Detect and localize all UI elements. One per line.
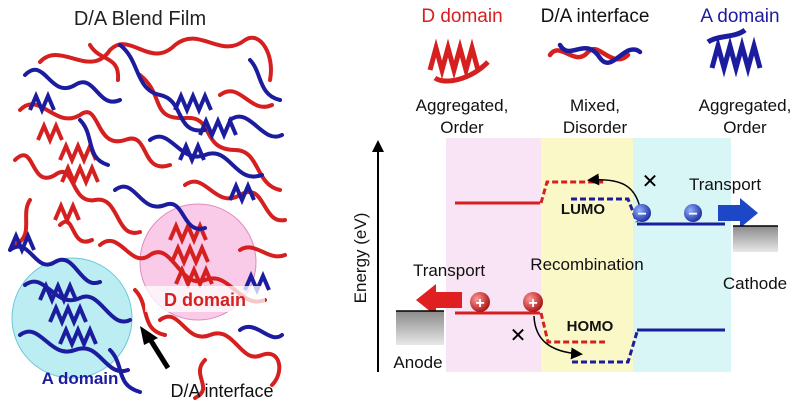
legend-a-domain-title: A domain <box>700 6 779 27</box>
legend-d-domain-title: D domain <box>421 6 502 27</box>
d-aggregate-icon <box>427 38 490 84</box>
blend-film-panel: D/A Blend Film <box>8 8 287 401</box>
legend-interface-line2: Disorder <box>563 118 628 137</box>
blend-film-title: D/A Blend Film <box>74 8 206 30</box>
interface-pointer-arrow <box>145 334 171 370</box>
donor-lumo-interface <box>539 180 605 204</box>
top-legend: D domain D/A interface A domain Aggregat… <box>416 6 792 137</box>
electron-backtransfer-arrow <box>587 173 641 209</box>
cathode-label: Cathode <box>723 274 787 293</box>
d-region-band <box>446 138 541 372</box>
d-domain-label-bg <box>145 286 265 312</box>
legend-interface-line1: Mixed, <box>570 96 620 115</box>
donor-aggregates <box>36 120 214 290</box>
electron-charge-1: − <box>633 204 651 223</box>
svg-text:−: − <box>688 206 697 223</box>
cathode-electrode <box>733 226 778 252</box>
hole-charge-2: + <box>523 292 543 312</box>
legend-d-line1: Aggregated, <box>416 96 509 115</box>
energy-axis-label: Energy (eV) <box>351 213 370 304</box>
electron-transport-arrow <box>718 198 758 228</box>
transport-left-label: Transport <box>413 261 485 280</box>
anode-electrode <box>396 311 444 345</box>
legend-d-line2: Order <box>440 118 484 137</box>
d-domain-label: D domain <box>164 290 246 310</box>
a-aggregate-icon <box>706 27 763 78</box>
interface-region-band <box>541 138 633 372</box>
energy-diagram: Energy (eV) LUMO HOMO Recombination ✕ ✕ … <box>351 138 787 372</box>
electron-charge-2: − <box>684 204 702 223</box>
recombination-label: Recombination <box>530 255 643 274</box>
interface-label: D/A interface <box>170 381 273 401</box>
legend-a-line2: Order <box>723 118 767 137</box>
svg-text:+: + <box>528 295 537 312</box>
hole-charge-1: + <box>470 292 490 312</box>
transport-right-label: Transport <box>689 175 761 194</box>
svg-text:+: + <box>475 295 484 312</box>
svg-text:−: − <box>637 206 646 223</box>
lumo-label: LUMO <box>561 201 605 218</box>
anode-label: Anode <box>393 353 442 372</box>
donor-homo-interface <box>539 312 605 344</box>
legend-interface-title: D/A interface <box>541 6 650 27</box>
homo-label: HOMO <box>567 318 614 335</box>
legend-a-line1: Aggregated, <box>699 96 792 115</box>
acceptor-homo-interface <box>572 331 639 364</box>
hole-blocked-mark: ✕ <box>510 325 527 347</box>
interface-mixed-icon <box>547 42 643 65</box>
acceptor-aggregates <box>8 90 271 350</box>
hole-backtransfer-arrow <box>533 315 583 360</box>
donor-chains <box>13 35 287 400</box>
electron-blocked-mark: ✕ <box>642 171 659 193</box>
energy-axis-arrowhead <box>372 140 384 152</box>
hole-transport-arrow <box>416 284 462 316</box>
a-region-band <box>633 138 731 372</box>
a-domain-label: A domain <box>42 369 119 388</box>
